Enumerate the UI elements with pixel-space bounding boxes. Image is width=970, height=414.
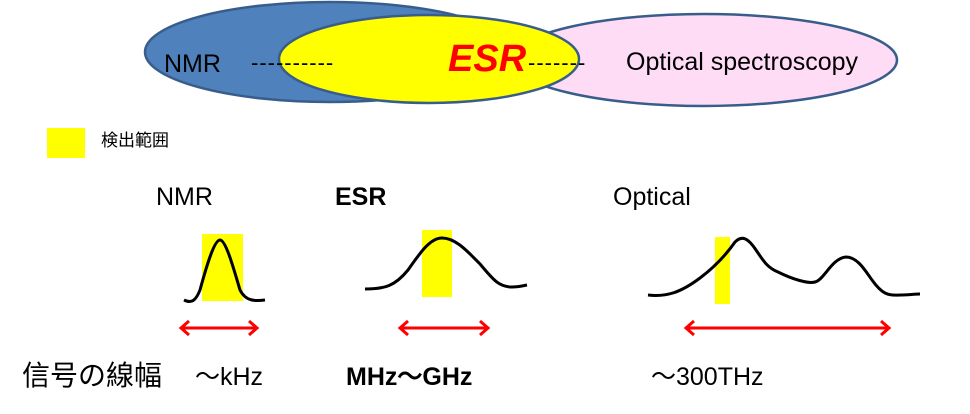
- linewidth-nmr: ～kHz: [195, 363, 264, 391]
- venn-nmr-label: NMR: [164, 50, 221, 78]
- esr-ellipse: [277, 13, 581, 105]
- legend-swatch: [47, 128, 85, 158]
- esr-detection-range: [422, 230, 452, 297]
- panel-title-optical: Optical: [613, 183, 691, 211]
- linewidth-heading: 信号の線幅: [22, 359, 163, 392]
- venn-nmr-dashes: ----------: [251, 50, 335, 75]
- optical-signal-curve: [647, 236, 921, 297]
- esr-linewidth-arrow: [397, 319, 491, 337]
- venn-esr-label: ESR: [448, 38, 527, 80]
- panel-title-nmr: NMR: [156, 183, 213, 211]
- linewidth-esr: MHz～GHz: [346, 363, 473, 391]
- panel-title-esr: ESR: [335, 183, 387, 211]
- legend-label: 検出範囲: [101, 131, 169, 151]
- optical-linewidth-arrow: [683, 319, 892, 337]
- linewidth-optical: ～300THz: [651, 363, 764, 391]
- nmr-signal-curve: [183, 238, 266, 304]
- venn-esr-dashes: -------: [528, 50, 587, 75]
- venn-optical-label: Optical spectroscopy: [626, 48, 859, 76]
- optical-detection-range: [715, 237, 730, 304]
- nmr-detection-range: [202, 234, 243, 301]
- nmr-linewidth-arrow: [178, 319, 260, 337]
- esr-signal-curve: [364, 236, 528, 291]
